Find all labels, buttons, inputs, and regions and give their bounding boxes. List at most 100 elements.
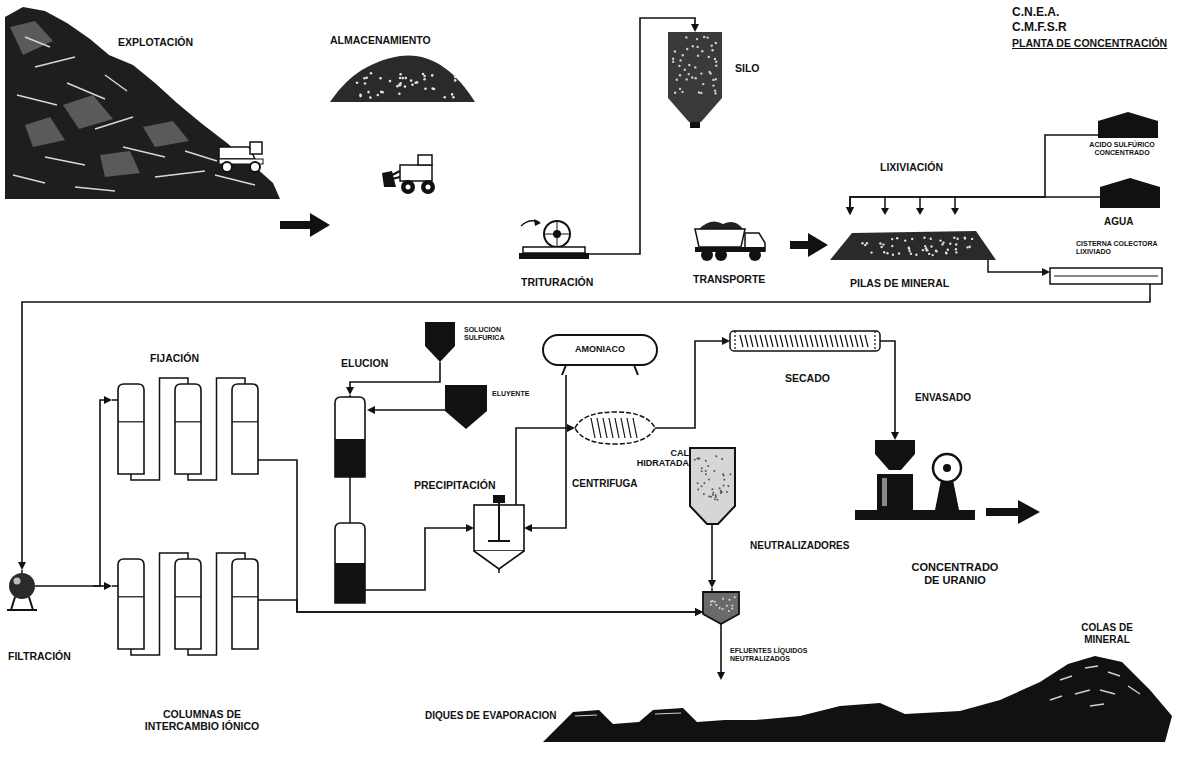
- heap-leach-pile-shape-part: [924, 245, 926, 247]
- ion-exchange-train-shape-part: [112, 553, 287, 655]
- silo-shape-part: [714, 90, 716, 92]
- packaging-unit: ENVASADO: [855, 440, 975, 522]
- neutralizer-tank-shape-part: [715, 604, 717, 606]
- silo-shape-part: [701, 50, 703, 52]
- crusher: TRITURACIÓN: [515, 218, 597, 293]
- precipitation-tank-shape-part: [493, 495, 505, 503]
- heap-leach-pile-shape-part: [953, 237, 955, 239]
- crusher-shape-part: [544, 221, 570, 247]
- arrowhead: [346, 387, 354, 395]
- silo-shape-part: [694, 66, 696, 68]
- packaging-unit-shape-part: [882, 478, 887, 506]
- heap-leach-pile-shape-part: [898, 252, 900, 254]
- heap-leach-pile-shape-part: [930, 245, 932, 247]
- acid-hopper-shape-part: [439, 362, 441, 364]
- heap-leach-pile-shape-part: [910, 253, 912, 255]
- ore-stockpile-shape-part: [405, 77, 408, 80]
- silo-shape-part: [708, 71, 710, 73]
- spray-pipe: [885, 197, 955, 209]
- heap-leach-pile-shape-part: [945, 252, 947, 254]
- water-tank-shape-part: [1090, 196, 1100, 198]
- spray-arrowhead: [881, 208, 959, 215]
- lime-silo-shape-part: [697, 489, 699, 491]
- heap-leach-pile-shape-part: [883, 251, 885, 253]
- packaging-unit-shape-part: [855, 510, 975, 520]
- lime-silo-shape-part: [705, 460, 707, 462]
- centrifuge-shape-part: [575, 412, 655, 444]
- dryer: SECADO: [730, 330, 880, 352]
- precipitation-tank-shape: [474, 505, 524, 570]
- neutralizer-tank-shape-part: [711, 588, 713, 592]
- neutralizer-tank-shape-part: [726, 605, 728, 607]
- stage-label: EXPLOTACIÓN: [118, 36, 193, 48]
- heap-leach-pile-shape-part: [945, 252, 947, 254]
- pipe-segment: [367, 528, 468, 590]
- stage-label: CENTRIFUGA: [572, 478, 638, 490]
- flow-arrow: [280, 213, 330, 237]
- pipe-line: [367, 406, 445, 414]
- silo-shape-part: [686, 48, 688, 50]
- ore-stockpile-shape-part: [399, 82, 402, 85]
- crusher-shape-part: [519, 253, 589, 259]
- ore-stockpile-shape-part: [382, 155, 435, 194]
- silo-shape-part: [700, 72, 702, 74]
- tailings-ground: [755, 656, 1172, 742]
- centrifuge: CENTRIFUGA: [575, 410, 655, 446]
- packaging-unit-shape-part: [877, 474, 913, 510]
- ore-stockpile-shape-part: [402, 77, 405, 80]
- silo-shape-part: [678, 65, 680, 67]
- mine-pit-shape-part-part: [222, 162, 232, 172]
- heap-leach-pile-shape-part: [923, 237, 925, 239]
- crusher-shape-part: [544, 221, 570, 247]
- lime-silo-shape-part: [712, 494, 714, 496]
- filter-shape-part: [14, 578, 21, 585]
- elution-columns: ELUCION: [333, 395, 367, 605]
- pipe-line: [880, 341, 899, 440]
- lime-silo-shape-part: [712, 492, 714, 494]
- stage-label: ELUYENTE: [492, 390, 529, 398]
- arrowhead: [18, 562, 26, 570]
- heap-leach-pile-shape-part: [955, 251, 957, 253]
- mine-pit-shape-part: [5, 7, 280, 199]
- ore-stockpile-shape-part-part: [418, 155, 432, 165]
- dump-truck-shape-part-part: [715, 249, 727, 261]
- silo-shape-part: [668, 32, 722, 122]
- silo-shape-part: [682, 54, 684, 56]
- pipe-segment: [516, 428, 569, 505]
- ion-exchange-train-shape-part: [175, 384, 201, 474]
- lime-silo-shape-part: [711, 488, 713, 490]
- filter-shape-part: [22, 570, 93, 586]
- heap-leach-pile-shape-part: [864, 244, 866, 246]
- heap-leach-pile-shape-part: [939, 239, 941, 241]
- water-tank-shape: [1090, 178, 1170, 236]
- ore-stockpile-shape-part: [379, 77, 382, 80]
- heap-leach-pile-shape-part: [870, 251, 872, 253]
- heap-leach-pile-shape-part: [935, 249, 937, 251]
- arrowhead: [466, 524, 474, 532]
- ore-stockpile-shape-part: [443, 96, 446, 99]
- silo-shape-part: [712, 79, 714, 81]
- stage-label: ACIDO SULFÚRICO CONCENTRADO: [1068, 141, 1176, 157]
- silo-shape-part: [688, 73, 690, 75]
- stage-label: FIJACIÓN: [150, 352, 199, 364]
- ion-exchange-train-shape-part: [112, 378, 282, 480]
- heap-leach-pile-shape-part: [866, 242, 868, 244]
- elution-columns-shape-part: [350, 395, 367, 590]
- ore-stockpile-shape-part: [431, 87, 434, 90]
- pipe-line: [655, 337, 730, 428]
- silo-shape-part: [676, 79, 678, 81]
- neutralizer-tank-shape-part: [722, 598, 724, 600]
- neutralizer-tank-shape-part: [731, 608, 733, 610]
- product-label: CONCENTRADO DE URANIO: [905, 561, 1005, 586]
- neutralizer-tank-shape-part: [722, 608, 724, 610]
- lime-silo-shape-part: [701, 467, 703, 469]
- lime-silo-shape-part: [710, 496, 712, 498]
- heap-leach-pile-shape-part: [955, 243, 957, 245]
- acid-tank: ACIDO SULFÚRICO CONCENTRADO: [1068, 112, 1178, 164]
- silo-shape-part: [714, 58, 716, 60]
- heap-leach-pile-shape-part: [861, 242, 863, 244]
- ore-stockpile-shape-part-part: [406, 185, 411, 190]
- silo: SILO: [668, 32, 722, 128]
- heap-leach-pile-shape-part: [879, 242, 881, 244]
